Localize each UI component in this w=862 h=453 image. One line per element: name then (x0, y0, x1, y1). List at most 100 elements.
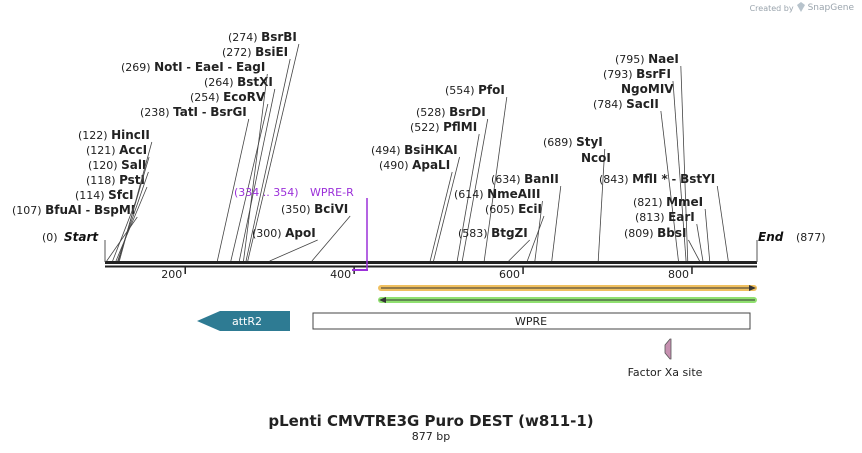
site-separator: - (82, 204, 94, 217)
site-leader-line (247, 43, 300, 262)
site-position: (264) (204, 76, 237, 89)
site-leader-line (311, 215, 351, 262)
attr2-label: attR2 (232, 315, 262, 328)
site-separator: - (668, 173, 680, 186)
site-position: (490) (379, 159, 412, 172)
attr2-feature-arrow (197, 311, 290, 331)
enzyme-name: BsiEI (255, 45, 288, 59)
site-position: (238) (140, 106, 173, 119)
restriction-site-label: (300) ApoI (252, 226, 316, 240)
orf-reverse-arrow-icon (379, 297, 386, 303)
restriction-site-label: (264) BstXI (204, 75, 273, 89)
enzyme-name: NaeI (648, 52, 679, 66)
site-leader-line (106, 216, 138, 262)
enzyme-name: PflMI (443, 120, 477, 134)
restriction-site-label: (254) EcoRV (190, 90, 266, 104)
site-separator: - (183, 61, 195, 74)
enzyme-name: ApoI (285, 226, 316, 240)
enzyme-name: SfcI (108, 188, 133, 202)
ruler-tick-label: 600 (499, 268, 520, 281)
primer-position: (334 .. 354) (234, 186, 299, 199)
site-leader-line (230, 103, 269, 262)
site-position: (689) (543, 136, 576, 149)
restriction-site-label: (114) SfcI (75, 188, 134, 202)
credit-brand: SnapGene (807, 3, 854, 13)
restriction-site-label: (350) BciVI (281, 202, 348, 216)
restriction-site-label: (272) BsiEI (222, 45, 288, 59)
ruler-tick-label: 200 (161, 268, 182, 281)
factor-xa-feature-arrow (664, 338, 672, 360)
enzyme-name: SalI (121, 158, 146, 172)
site-leader-line (526, 215, 545, 262)
site-position: (522) (410, 121, 443, 134)
enzyme-name: EagI (236, 60, 265, 74)
site-leader-line (508, 239, 531, 262)
enzyme-name: EcoRV (223, 90, 266, 104)
restriction-site-label: (528) BsrDI (416, 105, 486, 119)
enzyme-name: BsiHKAI (404, 143, 458, 157)
site-position: (795) (615, 53, 648, 66)
site-leader-line (597, 148, 606, 262)
wpre-label: WPRE (515, 315, 547, 328)
end-label: End (758, 230, 784, 244)
enzyme-name: BstXI (237, 75, 273, 89)
site-leader-line (688, 239, 700, 262)
enzyme-name: BsrFI (636, 67, 671, 81)
site-position: (809) (624, 227, 657, 240)
start-position: (0) (42, 231, 58, 244)
site-leader-line (115, 186, 148, 262)
site-leader-line (672, 80, 687, 262)
restriction-site-label: (522) PflMI (410, 120, 477, 134)
site-position: (114) (75, 189, 108, 202)
map-length: 877 bp (411, 430, 451, 443)
site-position: (793) (603, 68, 636, 81)
site-leader-line (483, 96, 508, 262)
enzyme-name: ApaLI (412, 158, 450, 172)
site-position: (122) (78, 129, 111, 142)
enzyme-name: StyI (576, 135, 603, 149)
restriction-site-label: (269) NotI - EaeI - EagI (121, 60, 265, 74)
site-leader-line (112, 201, 136, 262)
restriction-site-label: (583) BtgZI (458, 226, 528, 240)
enzyme-name: BsrGI (210, 105, 247, 119)
enzyme-name: AccI (119, 143, 147, 157)
enzyme-name: BciVI (314, 202, 348, 216)
restriction-site-label: (107) BfuAI - BspMI (12, 203, 135, 217)
site-position: (554) (445, 84, 478, 97)
restriction-site-label: (634) BanII (491, 172, 559, 186)
map-title: pLenti CMVTRE3G Puro DEST (w811-1) (268, 412, 594, 430)
site-position: (120) (88, 159, 121, 172)
restriction-site-label: (554) PfoI (445, 83, 505, 97)
enzyme-name: NotI (154, 60, 183, 74)
restriction-site-label: (120) SalI (88, 158, 146, 172)
site-leader-line (551, 185, 562, 262)
enzyme-name: PfoI (478, 83, 505, 97)
site-position: (274) (228, 31, 261, 44)
restriction-site-label: (494) BsiHKAI (371, 143, 458, 157)
enzyme-name: BsrDI (449, 105, 486, 119)
factor-xa-label: Factor Xa site (628, 366, 703, 379)
site-position: (118) (86, 174, 119, 187)
restriction-site-label: (809) BbsI (624, 226, 686, 240)
site-leader-line (216, 118, 250, 262)
site-leader-line (461, 118, 489, 262)
restriction-site-label: (813) EarI (635, 210, 695, 224)
restriction-site-label: (238) TatI - BsrGI (140, 105, 247, 119)
site-position: (528) (416, 106, 449, 119)
site-leader-line (243, 73, 268, 262)
enzyme-name: BsrBI (261, 30, 297, 44)
restriction-site-label: (122) HincII (78, 128, 150, 142)
site-position: (843) (599, 173, 632, 186)
enzyme-name: SacII (626, 97, 659, 111)
restriction-site-label: (274) BsrBI (228, 30, 297, 44)
enzyme-name: NcoI (581, 151, 611, 165)
site-position: (300) (252, 227, 285, 240)
restriction-site-label: (793) BsrFI (603, 67, 671, 81)
restriction-site-label: (689) StyI (543, 135, 603, 149)
enzyme-name: BfuAI (45, 203, 82, 217)
site-leader-line (704, 208, 711, 262)
end-position: (877) (796, 231, 826, 244)
enzyme-name: EciI (518, 202, 542, 216)
site-position: (121) (86, 144, 119, 157)
